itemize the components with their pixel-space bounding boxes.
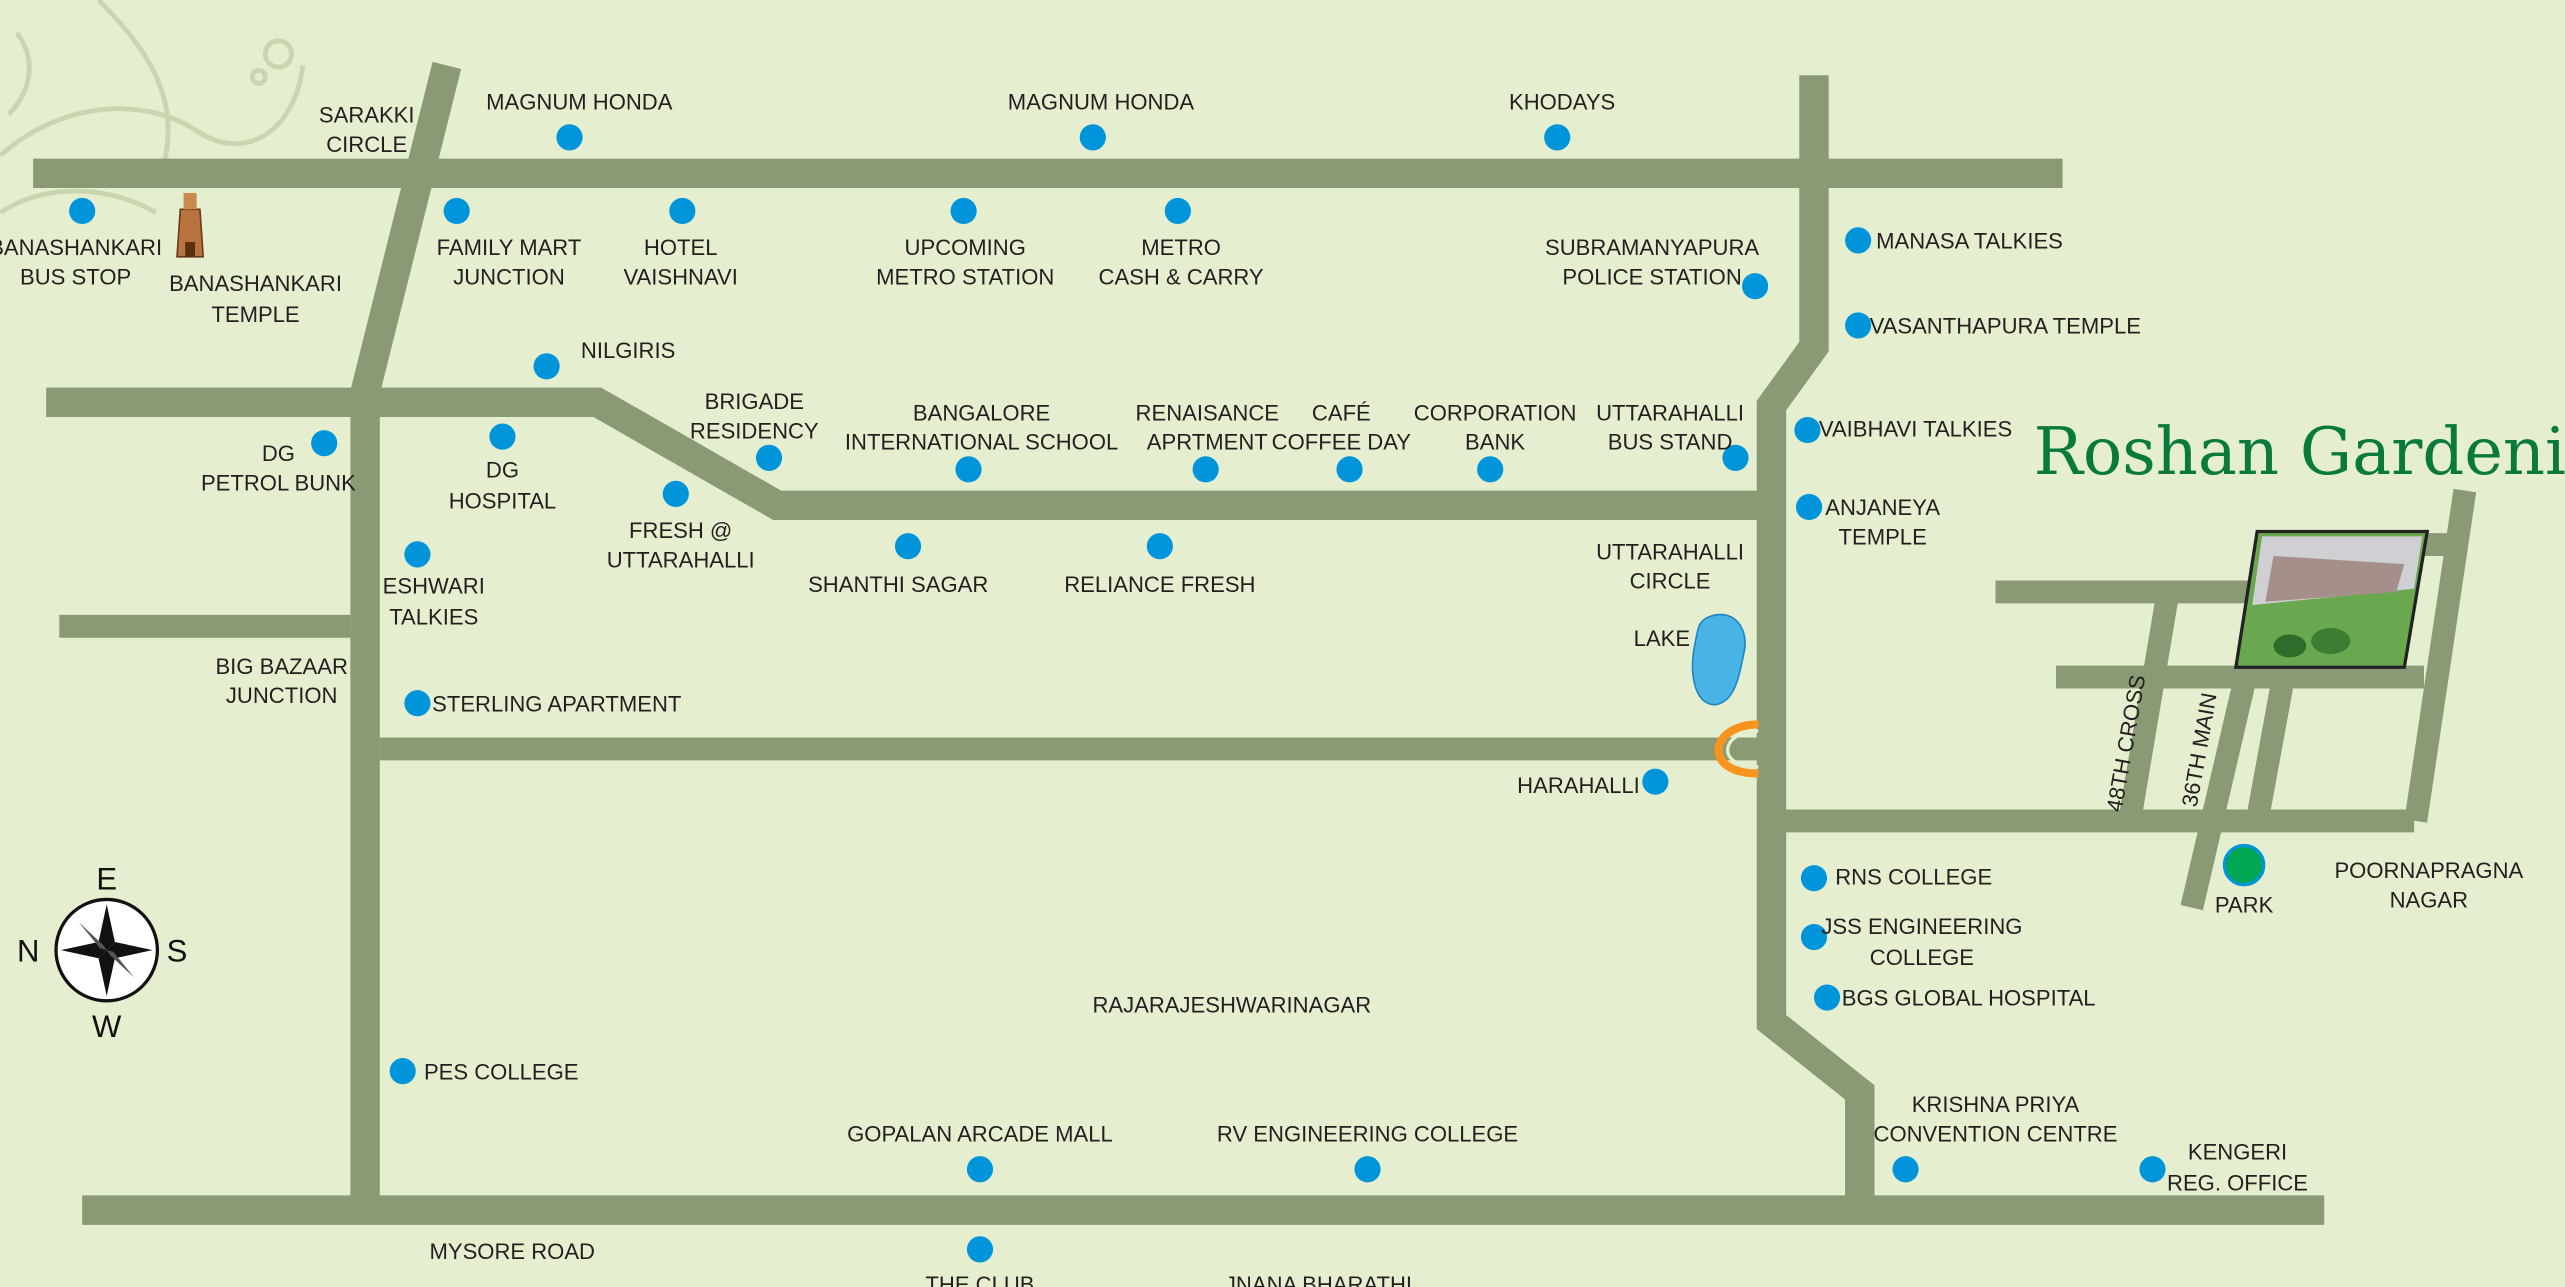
park-marker[interactable] — [2222, 843, 2266, 887]
marker[interactable] — [966, 1156, 994, 1183]
marker[interactable] — [1079, 124, 1106, 151]
label-shanthi-sagar: SHANTHI SAGAR — [808, 572, 988, 597]
marker[interactable] — [1892, 1156, 1919, 1183]
compass-e: E — [96, 862, 117, 897]
label-vasanthapura-temple: VASANTHAPURA TEMPLE — [1870, 314, 2141, 339]
marker[interactable] — [894, 533, 922, 560]
label-rv-engineering-college: RV ENGINEERING COLLEGE — [1217, 1121, 1518, 1146]
marker[interactable] — [1800, 865, 1828, 892]
marker[interactable] — [662, 480, 689, 507]
project-title: Roshan Gardenia — [2034, 414, 2565, 490]
label-lake: LAKE — [1634, 626, 1690, 651]
label-fresh-uttarahalli: FRESH @UTTARAHALLI — [607, 518, 755, 572]
marker[interactable] — [966, 1236, 994, 1263]
label-vaibhavi-talkies: VAIBHAVI TALKIES — [1819, 417, 2012, 442]
label-manasa-talkies: MANASA TALKIES — [1876, 229, 2063, 254]
marker[interactable] — [1354, 1156, 1381, 1183]
label-harahalli: HARAHALLI — [1517, 773, 1640, 798]
marker[interactable] — [669, 197, 696, 225]
road-label-mysore-road: MYSORE ROAD — [430, 1239, 596, 1264]
lake-icon — [1691, 613, 1746, 706]
label-park: PARK — [2215, 893, 2274, 918]
marker[interactable] — [1845, 312, 1872, 339]
flyover-icon — [1714, 720, 1759, 778]
label-reliance-fresh: RELIANCE FRESH — [1064, 572, 1255, 597]
compass-rose: E W N S — [17, 862, 187, 1044]
area-label: RAJARAJESHWARINAGAR — [1092, 992, 1371, 1017]
marker[interactable] — [1336, 456, 1363, 483]
temple-icon — [176, 192, 205, 258]
compass-w: W — [92, 1009, 122, 1044]
marker[interactable] — [311, 430, 338, 457]
label-nilgiris: NILGIRIS — [581, 338, 675, 363]
marker[interactable] — [1544, 124, 1571, 151]
label-jnana-bharathi: JNANA BHARATHI — [1225, 1272, 1412, 1287]
marker[interactable] — [1813, 984, 1841, 1011]
marker[interactable] — [404, 690, 431, 717]
label-khodays: KHODAYS — [1509, 90, 1615, 115]
marker[interactable] — [1800, 923, 1828, 951]
roads — [33, 61, 2477, 1225]
label-magnum-honda-1: MAGNUM HONDA — [486, 90, 673, 115]
marker[interactable] — [1794, 417, 1821, 444]
marker[interactable] — [1146, 533, 1173, 560]
marker[interactable] — [755, 444, 783, 471]
marker[interactable] — [533, 353, 560, 380]
label-rns-college: RNS COLLEGE — [1835, 865, 1992, 890]
compass-s: S — [167, 934, 188, 969]
label-bgs-global-hospital: BGS GLOBAL HOSPITAL — [1842, 986, 2096, 1011]
marker[interactable] — [1722, 444, 1749, 471]
marker[interactable] — [1477, 456, 1504, 483]
marker[interactable] — [2139, 1156, 2166, 1183]
marker[interactable] — [1164, 197, 1191, 225]
marker[interactable] — [1845, 227, 1872, 254]
marker[interactable] — [556, 124, 583, 151]
decorative-swirl — [0, 0, 306, 215]
marker[interactable] — [69, 197, 96, 225]
marker[interactable] — [1192, 456, 1219, 483]
marker[interactable] — [1795, 493, 1823, 521]
project-photo[interactable] — [2233, 529, 2430, 669]
label-magnum-honda-2: MAGNUM HONDA — [1008, 90, 1195, 115]
markers — [69, 124, 2266, 1263]
label-the-club: THE CLUB — [925, 1272, 1034, 1287]
marker[interactable] — [489, 423, 516, 450]
marker[interactable] — [404, 541, 431, 568]
label-pes-college: PES COLLEGE — [424, 1059, 579, 1084]
marker[interactable] — [950, 197, 977, 225]
compass-n: N — [17, 934, 39, 969]
marker[interactable] — [1742, 273, 1769, 300]
label-sterling-apartment: STERLING APARTMENT — [432, 691, 681, 716]
marker[interactable] — [1642, 768, 1669, 795]
marker[interactable] — [955, 456, 982, 483]
label-gopalan-arcade-mall: GOPALAN ARCADE MALL — [847, 1121, 1113, 1146]
marker[interactable] — [389, 1058, 416, 1085]
marker[interactable] — [443, 197, 470, 225]
